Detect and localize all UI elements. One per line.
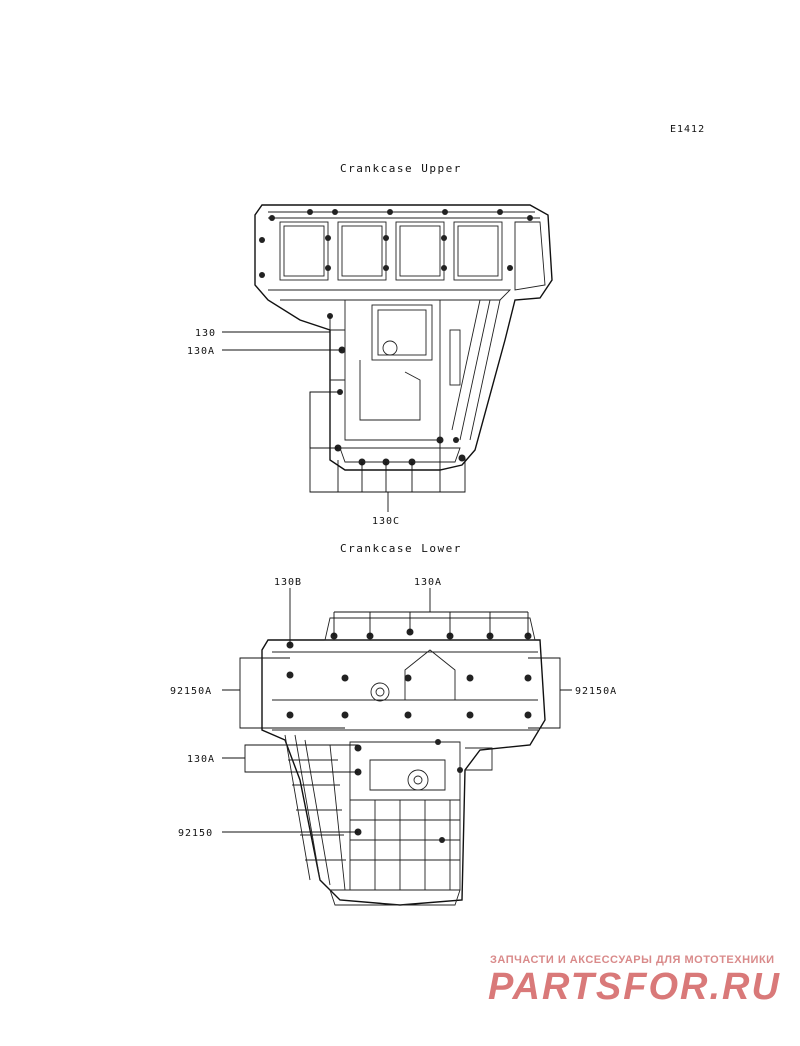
upper-leader-lines xyxy=(222,316,466,512)
label-130a-lower-top: 130A xyxy=(414,577,442,588)
label-130c: 130C xyxy=(372,516,400,527)
label-92150a-left: 92150A xyxy=(170,686,212,697)
diagram-code: E1412 xyxy=(670,124,705,135)
upper-crankcase-drawing xyxy=(254,204,553,471)
label-130b: 130B xyxy=(274,577,302,588)
watermark-logo: PARTSFOR.RU xyxy=(488,966,781,1008)
label-130: 130 xyxy=(195,328,216,339)
label-130a-upper: 130A xyxy=(187,346,215,357)
lower-crankcase-drawing xyxy=(261,617,546,906)
label-92150a-right: 92150A xyxy=(575,686,617,697)
lower-leader-lines xyxy=(222,588,572,833)
watermark-tagline: ЗАПЧАСТИ И АКСЕССУАРЫ ДЛЯ МОТОТЕХНИКИ xyxy=(490,954,775,966)
upper-title: Crankcase Upper xyxy=(340,162,462,175)
lower-title: Crankcase Lower xyxy=(340,542,462,555)
label-92150: 92150 xyxy=(178,828,213,839)
label-130a-lower-left: 130A xyxy=(187,754,215,765)
